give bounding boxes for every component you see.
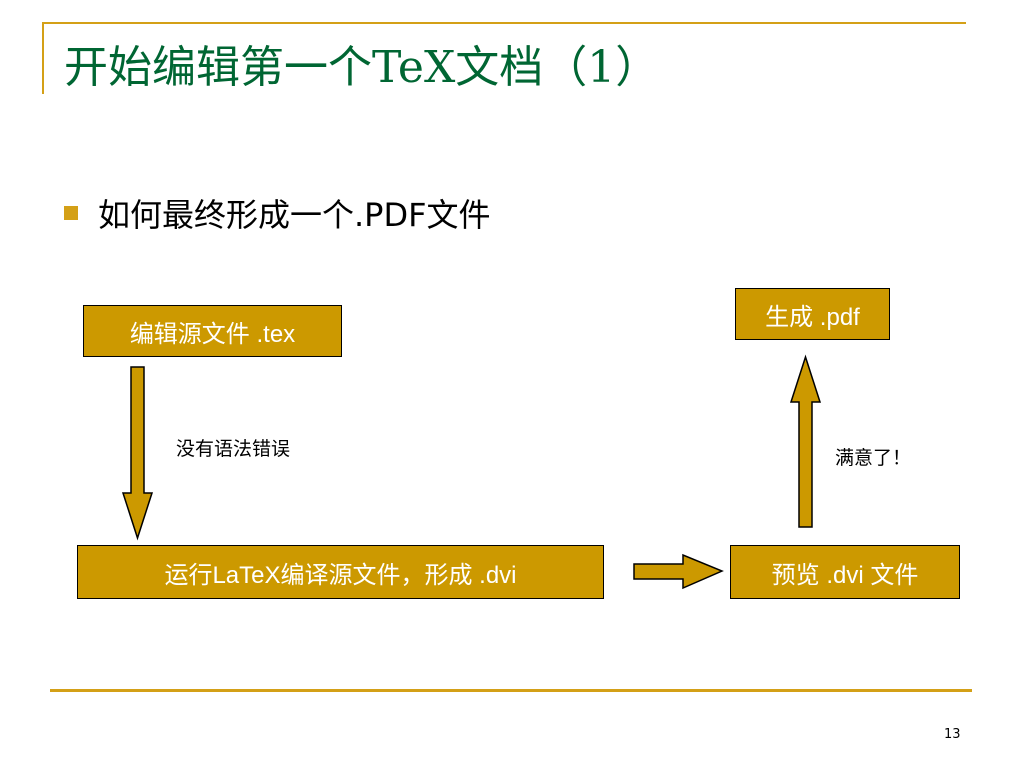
bullet-square-icon bbox=[64, 206, 78, 220]
node-edit-source: 编辑源文件 .tex bbox=[83, 305, 342, 357]
bottom-decoration-line bbox=[50, 689, 972, 692]
note-satisfied: 满意了！ bbox=[835, 447, 912, 469]
bullet-text: 如何最终形成一个.PDF文件 bbox=[98, 196, 491, 234]
note-no-syntax-error: 没有语法错误 bbox=[176, 438, 291, 460]
node-preview-dvi: 预览 .dvi 文件 bbox=[730, 545, 960, 599]
top-decoration-line bbox=[42, 22, 966, 24]
page-number: 13 bbox=[944, 727, 961, 742]
node-generate-pdf: 生成 .pdf bbox=[735, 288, 890, 340]
arrow-down-to-compile bbox=[121, 366, 154, 541]
arrow-right-to-preview bbox=[633, 553, 724, 590]
arrow-up-to-pdf bbox=[789, 354, 822, 528]
left-decoration-line bbox=[42, 22, 44, 94]
node-run-latex: 运行LaTeX编译源文件，形成 .dvi bbox=[77, 545, 604, 599]
bullet-item: 如何最终形成一个.PDF文件 bbox=[64, 190, 491, 236]
slide-title: 开始编辑第一个TeX文档（1） bbox=[64, 42, 660, 93]
